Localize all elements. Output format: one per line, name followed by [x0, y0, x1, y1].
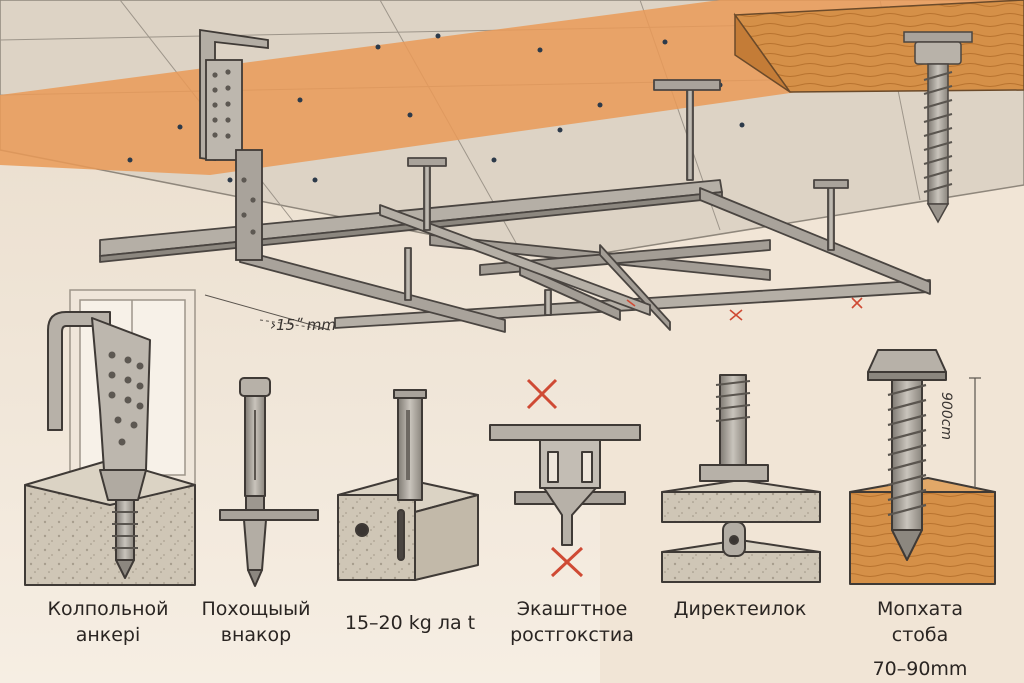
fastener-label-2: Похощыый внакор: [186, 596, 326, 648]
ceiling-bracket: [199, 28, 269, 261]
direct-anchor-icon: [661, 374, 821, 583]
wood-beam-top: [733, 0, 1024, 93]
fastener-label-6-line2: стоба: [891, 624, 949, 646]
expansion-anchor-icon: [219, 377, 319, 587]
drive-anchor-block-icon: [337, 389, 479, 581]
clip-anchor-icon: [24, 311, 196, 586]
fastener-label-4-line1: Экашгтное: [516, 598, 628, 620]
fastener-label-1-line2: анкері: [75, 624, 141, 646]
fastener-label-5: Директеилок: [660, 596, 820, 622]
fastener-label-2-line2: внакор: [220, 624, 292, 646]
fastener-label-5-line1: Директеилок: [673, 598, 807, 620]
lag-screw-icon: [849, 349, 996, 585]
fastener-label-1-line1: Колпольной: [47, 598, 169, 620]
fastener-label-1: Колпольной анкері: [28, 596, 188, 648]
fastener-label-2-line1: Похощыый: [201, 598, 311, 620]
fastener-label-3: 15–20 kg ла t: [330, 610, 490, 636]
frame-x-marks: [626, 297, 863, 321]
hanging-screw: [903, 31, 973, 224]
top-dimension-label: ›15ʺ mm: [270, 316, 336, 334]
ceiling-dots: [127, 33, 745, 183]
fastener-label-6-line1: Мопхата: [876, 598, 964, 620]
fastener-label-6: Мопхата стоба 70–90mm: [845, 596, 995, 682]
t-hanger-icon: [489, 378, 641, 578]
top-dimension-line: [204, 294, 331, 331]
fastener-label-3-line1: 15–20 kg ла t: [344, 612, 476, 634]
vertical-dimension-label: 900cm: [938, 392, 954, 441]
fastener-label-4-line2: ростгокстиа: [510, 624, 634, 646]
fastener-label-4: Экашгтное ростгокстиа: [492, 596, 652, 648]
fastener-label-6-line3: 70–90mm: [872, 658, 968, 680]
vertical-dimension-line: [969, 377, 981, 488]
